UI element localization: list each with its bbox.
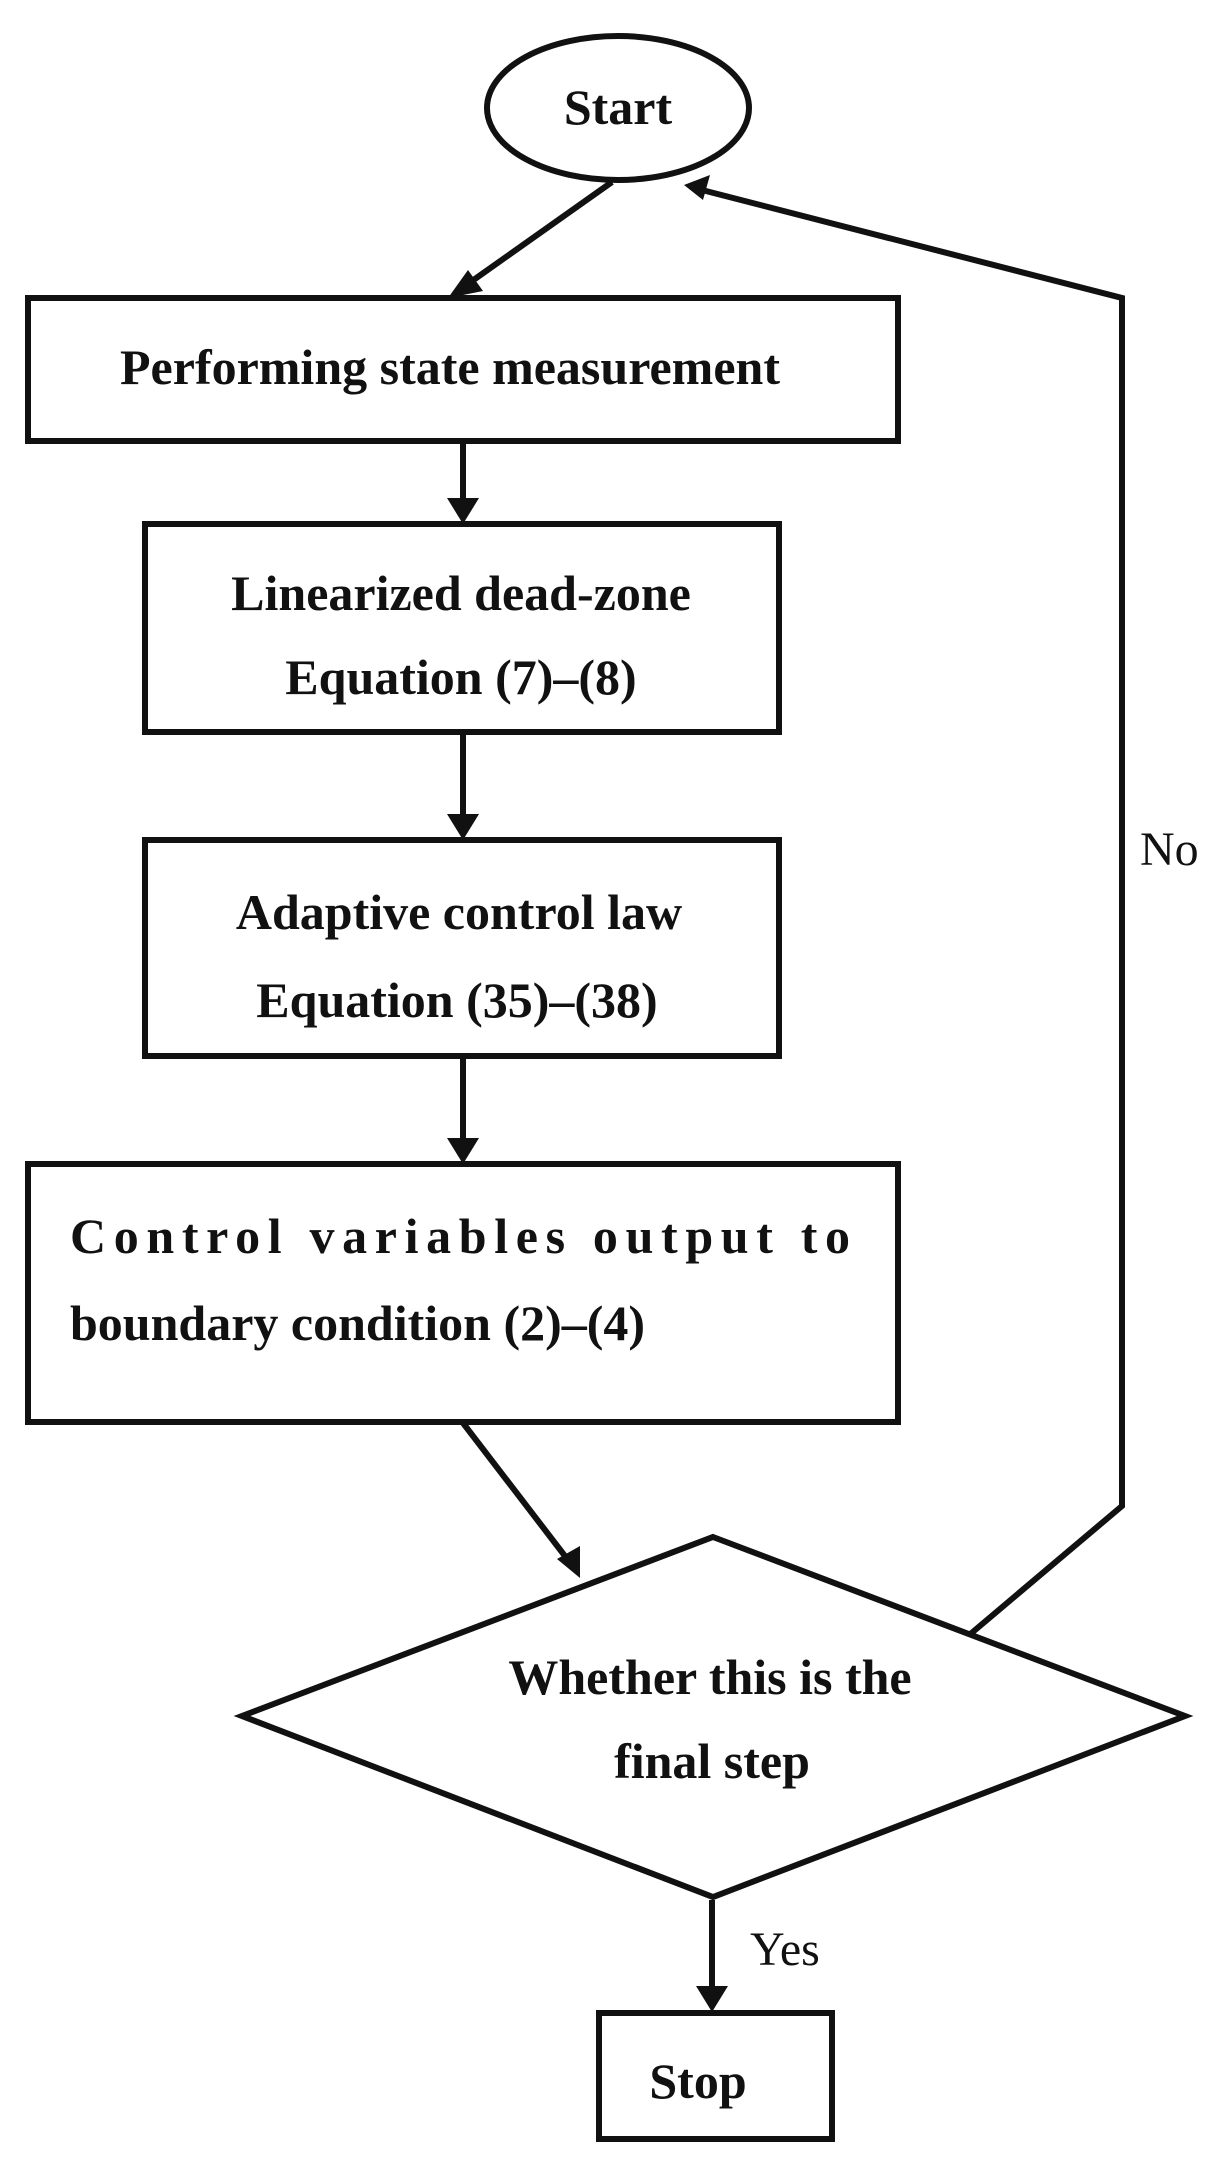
arrowhead-output [447, 1138, 479, 1164]
output-label-line2: boundary condition (2)–(4) [70, 1295, 645, 1351]
measure-label: Performing state measurement [120, 339, 780, 395]
start-label: Start [564, 79, 673, 135]
output-box [25, 1161, 901, 1425]
arrowhead-decision [557, 1546, 580, 1578]
edge-output-to-decision [460, 1421, 571, 1562]
arrowhead-stop [696, 1986, 728, 2012]
stop-box [596, 2010, 835, 2142]
edge-decision-no-loop [701, 187, 1125, 1639]
arrowhead-measure [448, 270, 483, 298]
decision-label-line1: Whether this is the [508, 1649, 911, 1705]
deadzone-label-line1: Linearized dead-zone [231, 565, 691, 621]
controllaw-label-line1: Adaptive control law [236, 884, 682, 940]
start-node [484, 33, 752, 183]
decision-label-line2: final step [614, 1733, 810, 1789]
measure-box [25, 295, 901, 444]
deadzone-label-line2: Equation (7)–(8) [285, 649, 636, 705]
no-label: No [1140, 823, 1199, 876]
arrowhead-deadzone [447, 498, 479, 524]
deadzone-box [142, 521, 782, 735]
edge-start-to-measure [463, 179, 614, 289]
decision-diamond [233, 1533, 1194, 1901]
controllaw-label-line2: Equation (35)–(38) [256, 972, 657, 1028]
output-label-line1: Control variables output to [70, 1208, 850, 1264]
arrowhead-controllaw [447, 814, 479, 840]
arrowhead-start-return [684, 175, 710, 200]
yes-label: Yes [750, 1923, 820, 1976]
stop-label: Stop [649, 2053, 746, 2109]
controllaw-box [142, 837, 782, 1059]
